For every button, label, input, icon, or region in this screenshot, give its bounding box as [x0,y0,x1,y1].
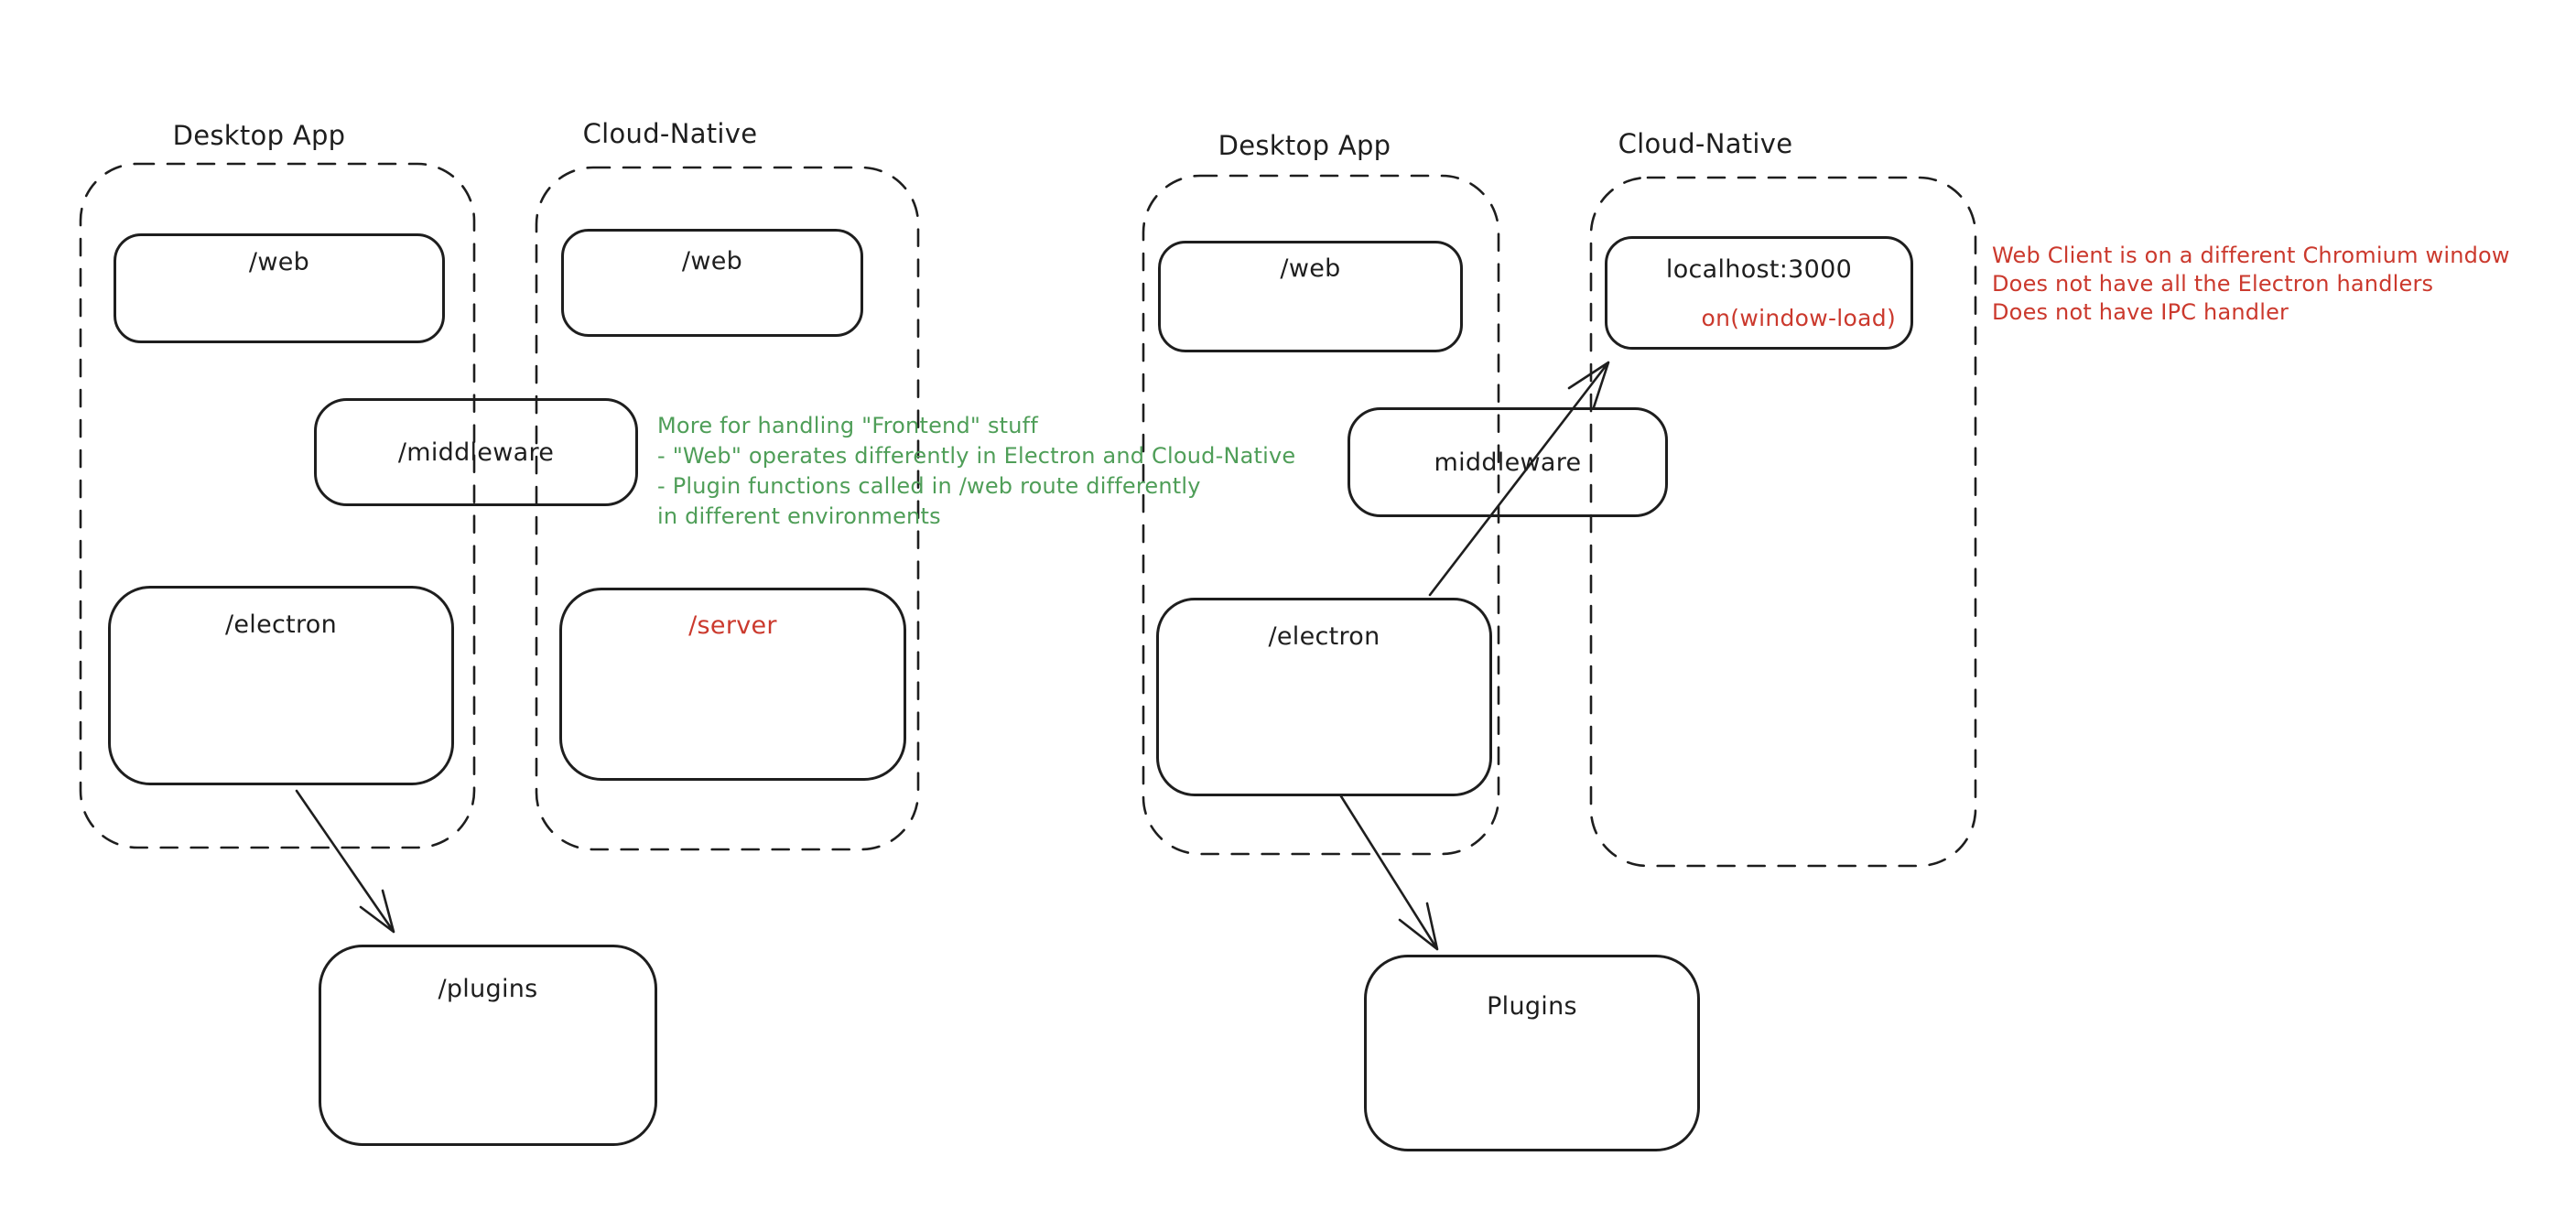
green-note-line-4: in different environments [657,503,941,529]
right-electron-label: /electron [1268,622,1380,651]
right-electron-box: /electron [1156,598,1492,796]
right-localhost-title: localhost:3000 [1665,255,1853,284]
left-cloud-container [535,166,920,851]
left-middleware-box: /middleware [314,398,638,506]
right-red-note: Web Client is on a different Chromium wi… [1992,242,2510,327]
red-note-line-2: Does not have all the Electron handlers [1992,271,2434,297]
right-plugins-box: Plugins [1364,955,1700,1151]
red-note-line-1: Web Client is on a different Chromium wi… [1992,243,2510,268]
green-note-line-1: More for handling "Frontend" stuff [657,413,1038,438]
left-cloud-web-box: /web [561,229,863,337]
left-plugins-box: /plugins [319,945,657,1146]
arrow-left-electron-to-plugins [295,789,395,934]
left-desktop-web-label: /web [248,248,310,276]
arrow-right-electron-to-localhost [1428,361,1610,597]
left-electron-box: /electron [108,586,454,785]
right-middleware-label: middleware [1434,448,1582,477]
green-note-line-3: - Plugin functions called in /web route … [657,473,1201,499]
left-cloud-web-label: /web [681,247,743,276]
left-desktop-label: Desktop App [172,120,346,151]
right-localhost-box: localhost:3000 on(window-load) [1605,236,1913,350]
left-electron-label: /electron [224,611,338,639]
right-middleware-box: middleware [1348,407,1668,517]
left-server-label: /server [688,611,777,640]
left-server-box: /server [559,588,906,781]
left-plugins-label: /plugins [438,975,538,1003]
right-plugins-label: Plugins [1487,992,1577,1021]
left-desktop-web-box: /web [114,233,445,343]
right-desktop-web-label: /web [1280,254,1341,283]
left-cloud-label: Cloud-Native [582,118,758,149]
right-cloud-label: Cloud-Native [1618,128,1793,159]
left-green-note: More for handling "Frontend" stuff - "We… [657,411,1295,532]
arrow-right-electron-to-plugins [1339,794,1439,951]
green-note-line-2: - "Web" operates differently in Electron… [657,443,1296,469]
right-cloud-container [1589,176,1977,868]
right-desktop-web-box: /web [1158,241,1463,352]
right-desktop-label: Desktop App [1218,130,1391,161]
left-middleware-label: /middleware [397,438,555,467]
red-note-line-3: Does not have IPC handler [1992,299,2289,325]
right-localhost-subtitle: on(window-load) [1701,305,1896,331]
